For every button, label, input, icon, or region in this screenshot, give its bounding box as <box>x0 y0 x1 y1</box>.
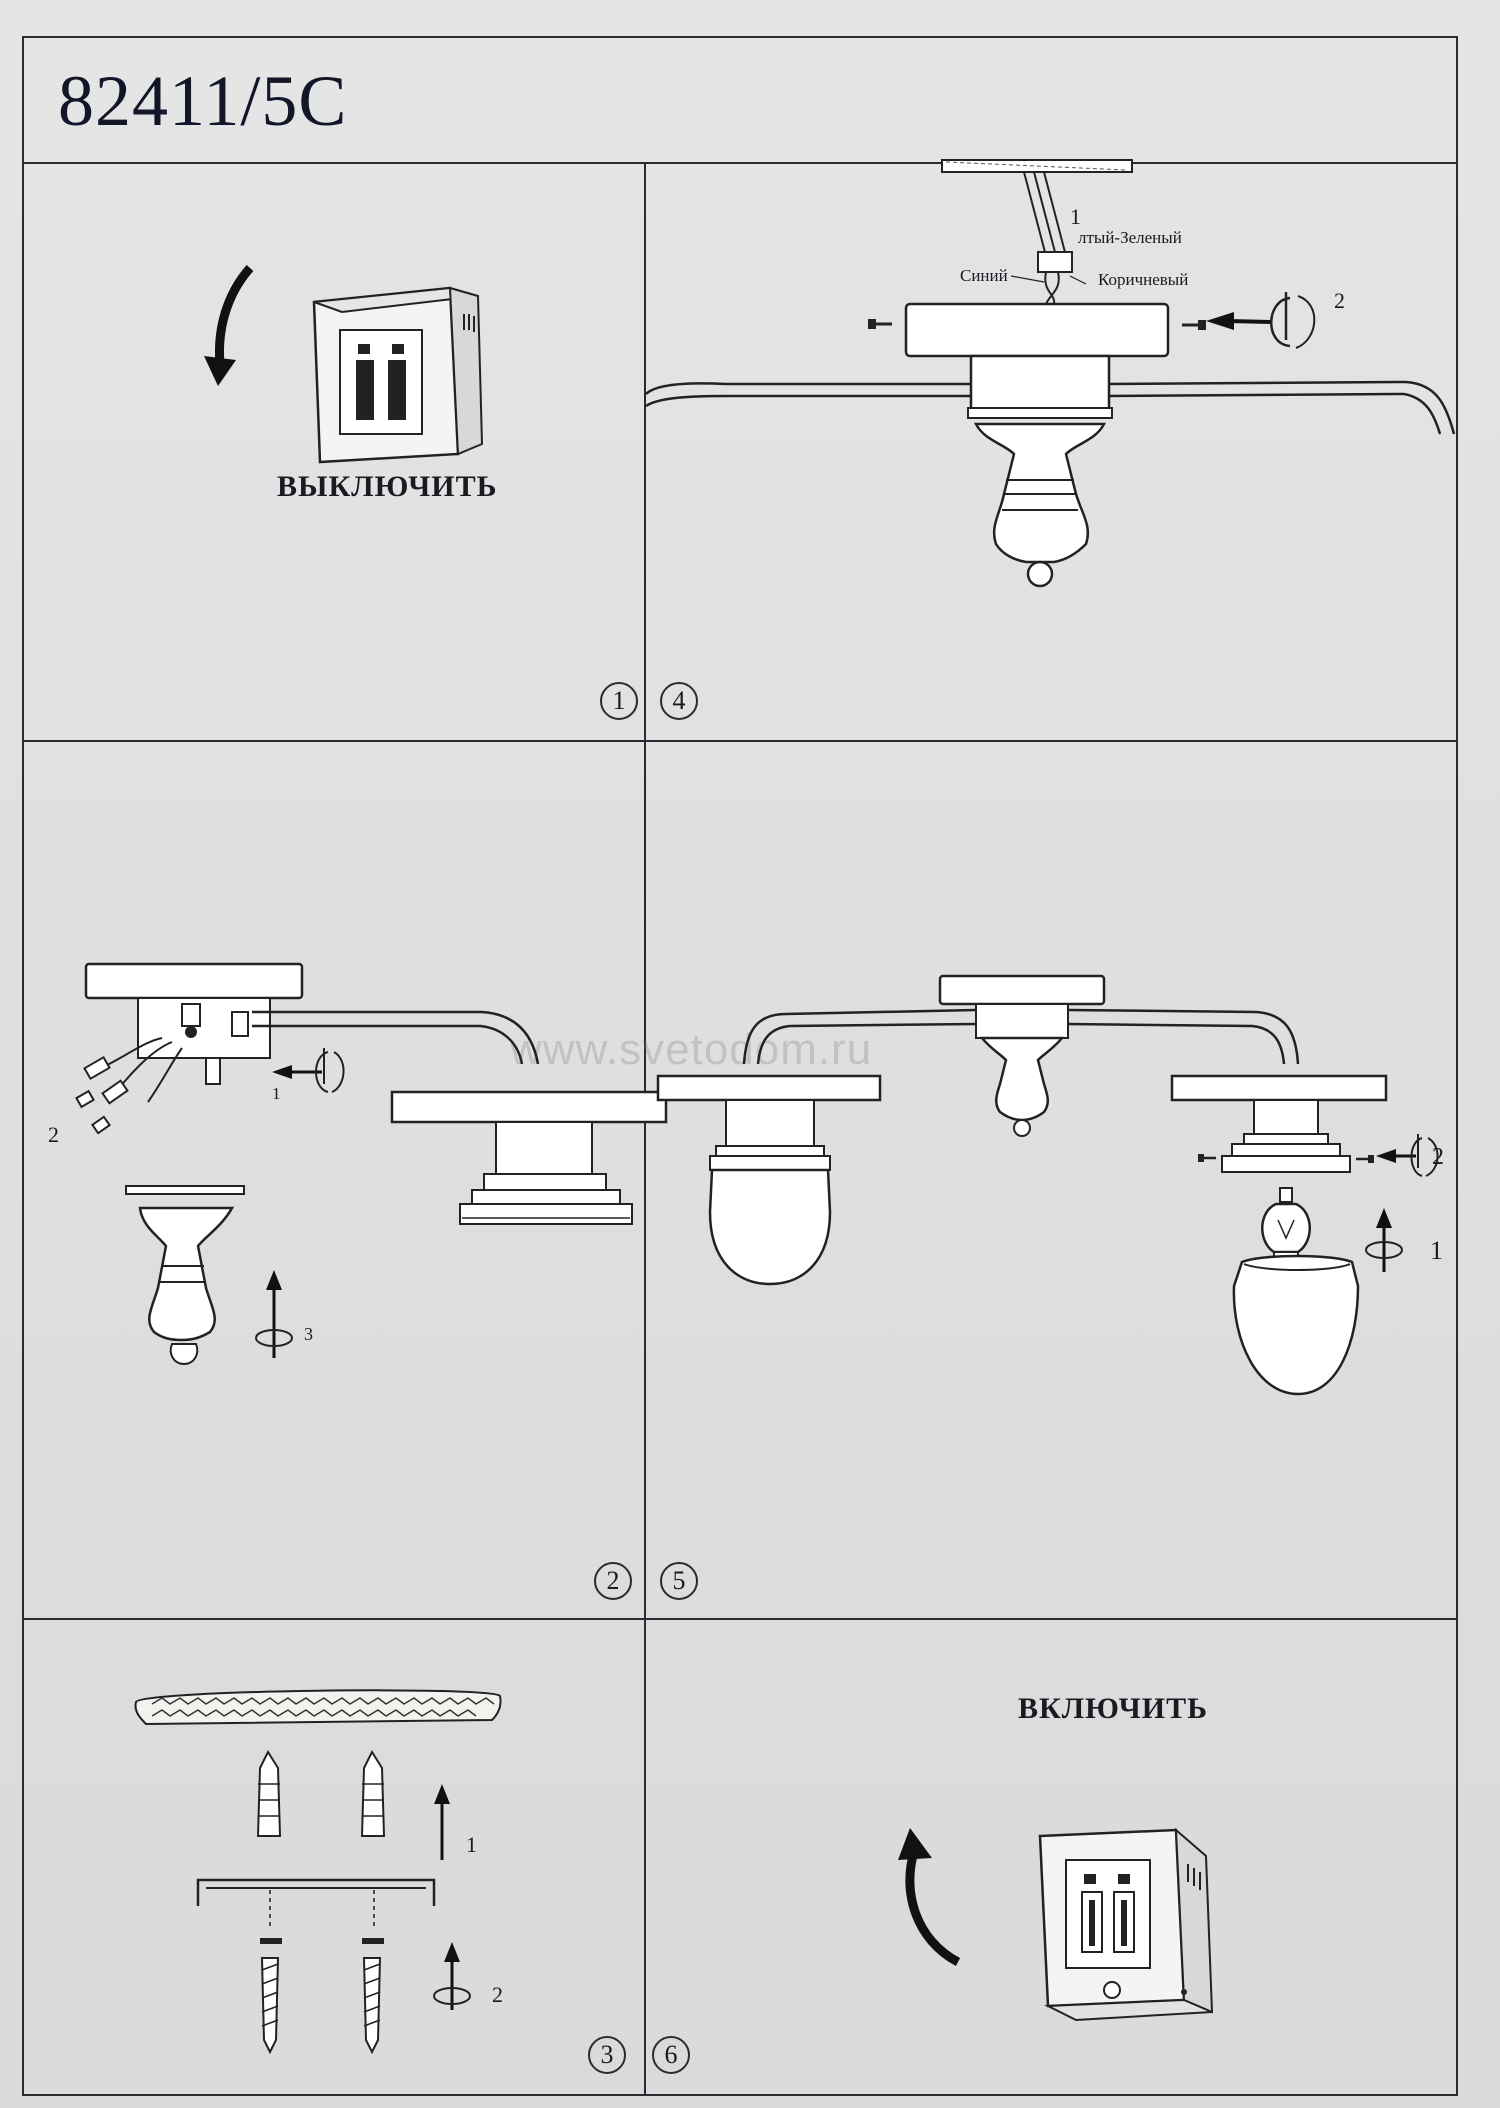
step-3-number: 3 <box>588 2036 626 2074</box>
rotate-icon <box>255 1329 293 1347</box>
callout-3-label: 3 <box>304 1324 313 1344</box>
callout-1: 1 <box>1070 204 1081 229</box>
rotate-icon <box>433 1987 471 2005</box>
callout-2-label: 2 <box>48 1122 59 1147</box>
step-1-panel: ВЫКЛЮЧИТЬ 1 <box>22 164 644 740</box>
rotate-icon <box>1410 1134 1439 1177</box>
ceiling-plate <box>941 159 1133 173</box>
rotate-icon <box>1270 292 1316 349</box>
step-4-panel: 1 лтый-Зеленый Синий Коричневый 2 4 <box>645 159 1458 740</box>
mounting-bracket <box>196 1878 436 1930</box>
step-2-panel: 2 1 3 2 <box>22 742 668 1618</box>
callout-2-label: 2 <box>492 1982 503 2007</box>
arrow-up-icon <box>1376 1208 1392 1272</box>
anchor-icon <box>256 1749 282 1837</box>
step-6-panel: ВКЛЮЧИТЬ <box>646 1620 1458 2096</box>
step-6-drawing <box>898 1827 1214 2022</box>
arrow-up-icon <box>444 1942 460 2010</box>
step-2-number: 2 <box>594 1562 632 1600</box>
callout-1-label: 1 <box>1430 1236 1443 1265</box>
wires-loose <box>75 1037 221 1135</box>
switch-off-icon <box>312 286 484 464</box>
screw-icon <box>260 1938 282 2055</box>
anchor-icon <box>360 1749 386 1837</box>
supply-wires <box>1010 171 1087 305</box>
right-glass-shade <box>1232 1254 1360 1396</box>
finial-part <box>125 1185 245 1366</box>
screw-icon <box>1356 1155 1374 1163</box>
wire-label-yellow-green: лтый-Зеленый <box>1078 228 1182 247</box>
callout-1-label: 1 <box>272 1084 281 1103</box>
screw-icon <box>362 1938 384 2055</box>
mounting-base <box>938 974 1106 1137</box>
arrow-left-icon <box>1206 312 1273 330</box>
outer-frame <box>22 36 1458 2096</box>
header-divider <box>22 162 1458 164</box>
model-number: 82411/5C <box>58 61 348 141</box>
row-divider-2 <box>22 1618 1458 1620</box>
rotate-icon <box>1365 1241 1403 1259</box>
ceiling-section <box>134 1689 502 1726</box>
step-5-drawing <box>656 974 1439 1396</box>
step-1-number: 1 <box>600 682 638 720</box>
callout-2-label: 2 <box>1432 1144 1444 1170</box>
step-1-drawing <box>204 265 484 464</box>
mounting-base <box>868 302 1206 358</box>
row-divider-1 <box>22 740 1458 742</box>
watermark: www.svetodom.ru <box>510 1025 873 1074</box>
chandelier-arms <box>645 380 1456 435</box>
screw-icon <box>1198 1154 1216 1162</box>
arm-cup <box>390 1090 668 1225</box>
arrow-up-icon <box>434 1784 450 1860</box>
chandelier-arm <box>252 1010 540 1065</box>
step-3-drawing <box>134 1689 502 2055</box>
callout-2: 2 <box>1334 288 1345 313</box>
switch-on-label: ВКЛЮЧИТЬ <box>1018 1692 1208 1725</box>
step-3-panel: 1 2 3 <box>22 1620 644 2096</box>
left-shade-assembly <box>656 1074 882 1286</box>
arrow-down-icon <box>204 265 254 386</box>
center-column <box>967 354 1113 588</box>
callout-1-label: 1 <box>466 1832 477 1857</box>
arrow-curved-up-icon <box>898 1828 961 1966</box>
step-4-drawing <box>645 159 1456 588</box>
rotate-icon <box>315 1048 345 1093</box>
step-5-panel: 2 1 5 <box>646 742 1458 1618</box>
right-arm-cup <box>1170 1074 1388 1173</box>
wire-label-blue: Синий <box>960 266 1008 285</box>
arrow-left-icon <box>1376 1149 1416 1163</box>
step-4-number: 4 <box>660 682 698 720</box>
wire-label-brown: Коричневый <box>1098 270 1189 289</box>
column-divider <box>644 162 646 2096</box>
step-2-drawing <box>75 962 668 1366</box>
arrow-left-icon <box>272 1065 322 1079</box>
step-5-number: 5 <box>660 1562 698 1600</box>
bulb-icon <box>1261 1187 1311 1261</box>
switch-on-icon <box>1038 1827 1214 2022</box>
chandelier-arms <box>742 1008 1300 1065</box>
switch-off-label: ВЫКЛЮЧИТЬ <box>277 470 498 503</box>
screw-icon <box>1182 320 1206 330</box>
step-6-number: 6 <box>652 2036 690 2074</box>
screw-icon <box>868 319 892 329</box>
